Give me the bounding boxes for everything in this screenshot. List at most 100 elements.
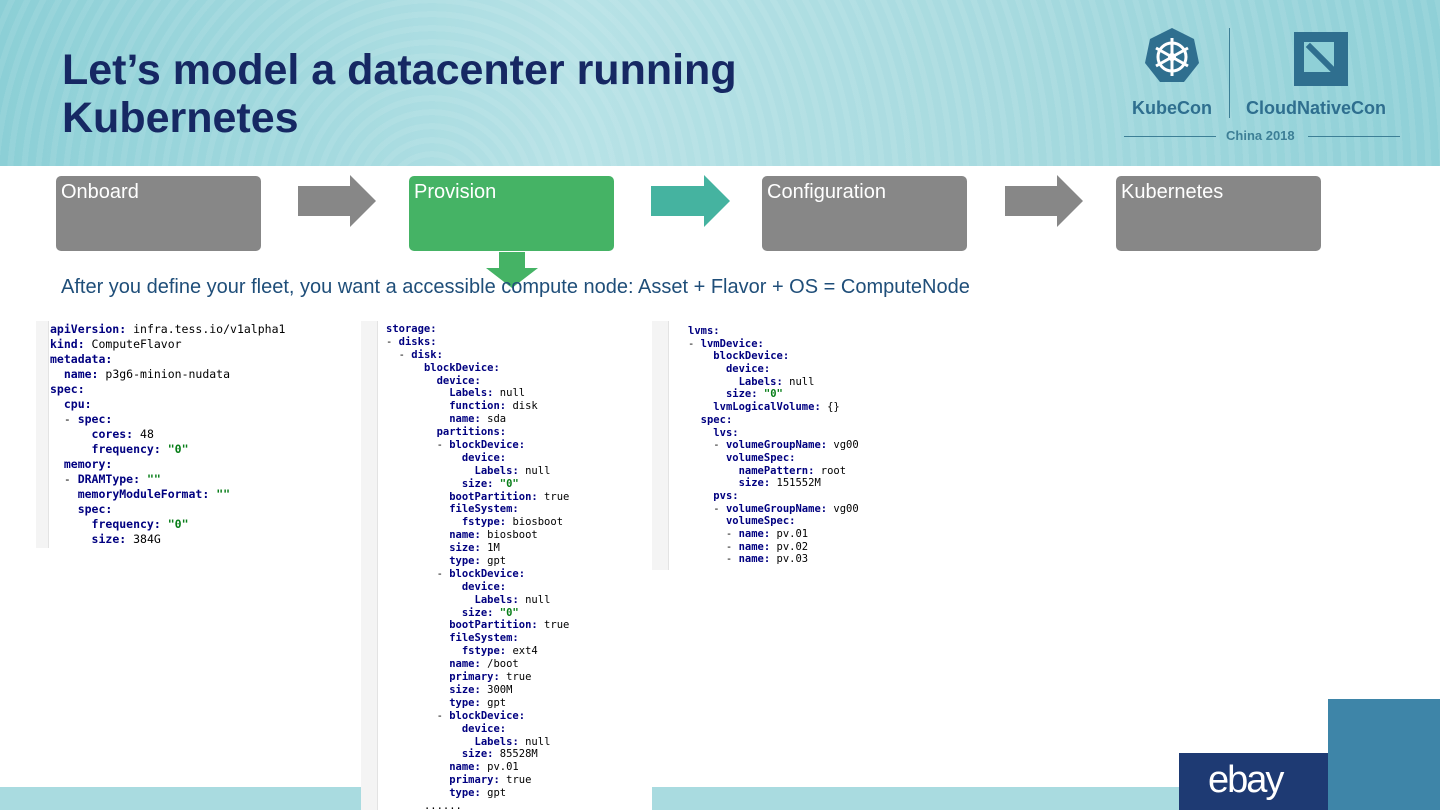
code-line: bootPartition: true [386,491,569,504]
step-label: Onboard [61,181,139,203]
code-key: device: [462,581,506,593]
code-indent [386,761,449,773]
code-line: - blockDevice: [386,439,569,452]
code-value: pv.03 [770,553,808,565]
logo-divider [1229,28,1230,118]
code-indent [386,723,462,735]
code-indent [50,427,92,441]
code-indent [386,607,462,619]
code-indent: - [386,568,449,580]
code-line: size: 300M [386,684,569,697]
arrow-right-icon [298,175,376,227]
code-key: fstype: [462,645,506,657]
code-indent [386,774,449,786]
code-key: name: [739,553,771,565]
code-indent [386,529,449,541]
code-value: null [519,594,551,606]
code-indent [386,697,449,709]
code-line: volumeSpec: [688,452,859,465]
code-indent [386,800,424,810]
code-key: blockDevice: [449,710,525,722]
code-key: name: [449,529,481,541]
code-line: spec: [688,414,859,427]
code-indent [386,632,449,644]
code-line: Labels: null [386,594,569,607]
code-panel-storage: storage:- disks: - disk: blockDevice: de… [361,321,652,810]
step-label: Configuration [767,181,886,203]
code-string: "0" [493,478,518,490]
code-value: null [519,465,551,477]
code-key: partitions: [437,426,507,438]
code-key: type: [449,555,481,567]
code-indent: - [386,349,411,361]
code-indent [386,375,437,387]
code-line: memory: [50,457,285,472]
code-value: null [783,376,815,388]
code-value: ComputeFlavor [85,337,182,351]
code-string: "0" [161,442,189,456]
code-line: function: disk [386,400,569,413]
code-line: spec: [50,502,285,517]
code-indent [688,388,726,400]
code-string: "" [209,487,230,501]
code-indent [688,414,701,426]
code-indent [688,490,713,502]
code-line: fileSystem: [386,503,569,516]
cloudnativecon-wordmark: CloudNativeCon [1246,98,1386,119]
code-line: device: [688,363,859,376]
code-value: gpt [481,697,506,709]
code-key: Labels: [739,376,783,388]
code-line: lvmLogicalVolume: {} [688,401,859,414]
code-value: null [519,736,551,748]
code-line: kind: ComputeFlavor [50,337,285,352]
code-key: size: [92,532,127,546]
code-indent [50,457,64,471]
code-indent [50,442,92,456]
code-indent: - [688,439,726,451]
code-key: fstype: [462,516,506,528]
kubecon-wordmark: KubeCon [1132,98,1212,119]
code-key: name: [449,413,481,425]
code-lines: lvms:- lvmDevice: blockDevice: device: L… [688,325,859,566]
code-value: 1M [481,542,500,554]
code-panel-lvms: lvms:- lvmDevice: blockDevice: device: L… [652,321,920,570]
code-key: metadata: [50,352,112,366]
step-label: Provision [414,181,496,203]
code-value: 85528M [493,748,537,760]
code-value: true [538,619,570,631]
code-line: pvs: [688,490,859,503]
code-key: lvmLogicalVolume: [713,401,820,413]
code-indent [688,363,726,375]
editor-gutter [36,321,49,548]
code-value: pv.01 [770,528,808,540]
code-indent: - [688,338,701,350]
code-key: namePattern: [739,465,815,477]
code-line: blockDevice: [386,362,569,375]
code-key: volumeGroupName: [726,503,827,515]
code-string: "0" [493,607,518,619]
code-value: vg00 [827,503,859,515]
cncf-icon [1294,32,1348,86]
code-value: true [500,774,532,786]
code-indent [386,671,449,683]
code-indent [386,491,449,503]
code-key: cpu: [64,397,92,411]
code-line: cpu: [50,397,285,412]
editor-gutter [652,321,669,570]
footer-bar [652,787,1179,810]
event-label: China 2018 [1226,128,1295,143]
code-indent [386,787,449,799]
code-indent: - [688,528,739,540]
code-value: true [538,491,570,503]
code-line: ...... [386,800,569,810]
code-key: name: [449,761,481,773]
code-line: memoryModuleFormat: "" [50,487,285,502]
code-indent [386,426,437,438]
code-key: spec: [701,414,733,426]
kubecon-logo: KubeCon CloudNativeCon China 2018 [1120,22,1410,150]
code-value: disk [506,400,538,412]
code-key: DRAMType: [78,472,140,486]
code-key: memory: [64,457,112,471]
code-indent [386,362,424,374]
code-indent [688,452,726,464]
